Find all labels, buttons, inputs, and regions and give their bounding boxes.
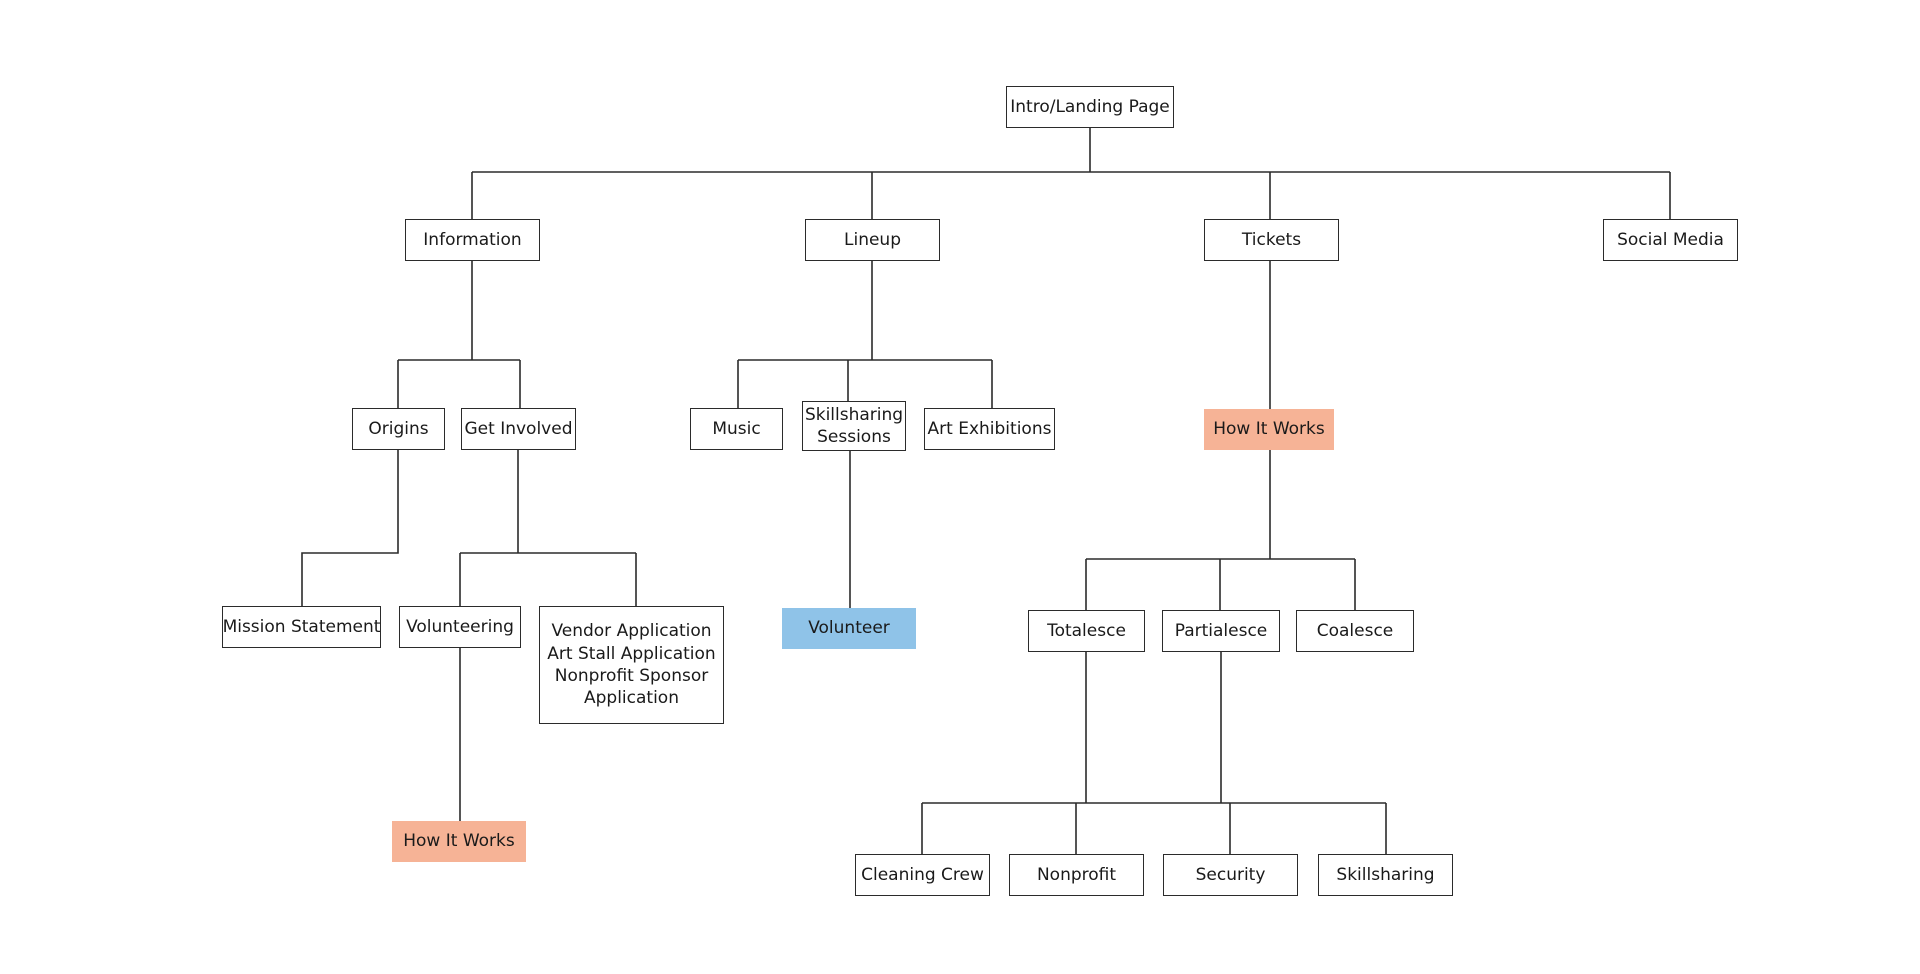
volunteer-node: Volunteer (782, 608, 916, 649)
connector-root (471, 128, 1671, 219)
applications-line-1: Vendor Application (551, 621, 712, 642)
skillsharing-sessions-line-1: Skillsharing (804, 404, 904, 425)
information-node: Information (405, 219, 540, 261)
nonprofit-node: Nonprofit (1009, 854, 1144, 896)
skillsharing-sessions-node: Skillsharing Sessions (802, 401, 906, 451)
origins-node: Origins (352, 408, 445, 450)
applications-node: Vendor Application Art Stall Application… (539, 606, 724, 724)
connector-tiers (921, 652, 1387, 854)
skillsharing-node: Skillsharing (1318, 854, 1453, 896)
partialesce-node: Partialesce (1162, 610, 1280, 652)
art-exhibitions-node: Art Exhibitions (924, 408, 1055, 450)
skillsharing-sessions-line-2: Sessions (817, 427, 891, 447)
security-node: Security (1163, 854, 1298, 896)
mission-statement-node: Mission Statement (222, 606, 381, 648)
applications-line-2: Art Stall Application (547, 643, 716, 664)
tickets-node: Tickets (1204, 219, 1339, 261)
connector-lineup (737, 260, 993, 408)
music-node: Music (690, 408, 783, 450)
connector-how-it-works (1085, 450, 1356, 610)
social-media-node: Social Media (1603, 219, 1738, 261)
totalesce-node: Totalesce (1028, 610, 1145, 652)
get-involved-node: Get Involved (461, 408, 576, 450)
applications-line-4: Application (584, 688, 679, 709)
how-it-works-tickets-node: How It Works (1204, 409, 1334, 450)
how-it-works-volunteering-node: How It Works (392, 821, 526, 862)
lineup-node: Lineup (805, 219, 940, 261)
connector-origins (301, 450, 399, 606)
connector-get-involved (459, 450, 637, 606)
volunteering-node: Volunteering (399, 606, 521, 648)
intro-landing-page-node: Intro/Landing Page (1006, 86, 1174, 128)
cleaning-crew-node: Cleaning Crew (855, 854, 990, 896)
connector-information (397, 260, 521, 408)
coalesce-node: Coalesce (1296, 610, 1414, 652)
applications-line-3: Nonprofit Sponsor (554, 666, 709, 686)
